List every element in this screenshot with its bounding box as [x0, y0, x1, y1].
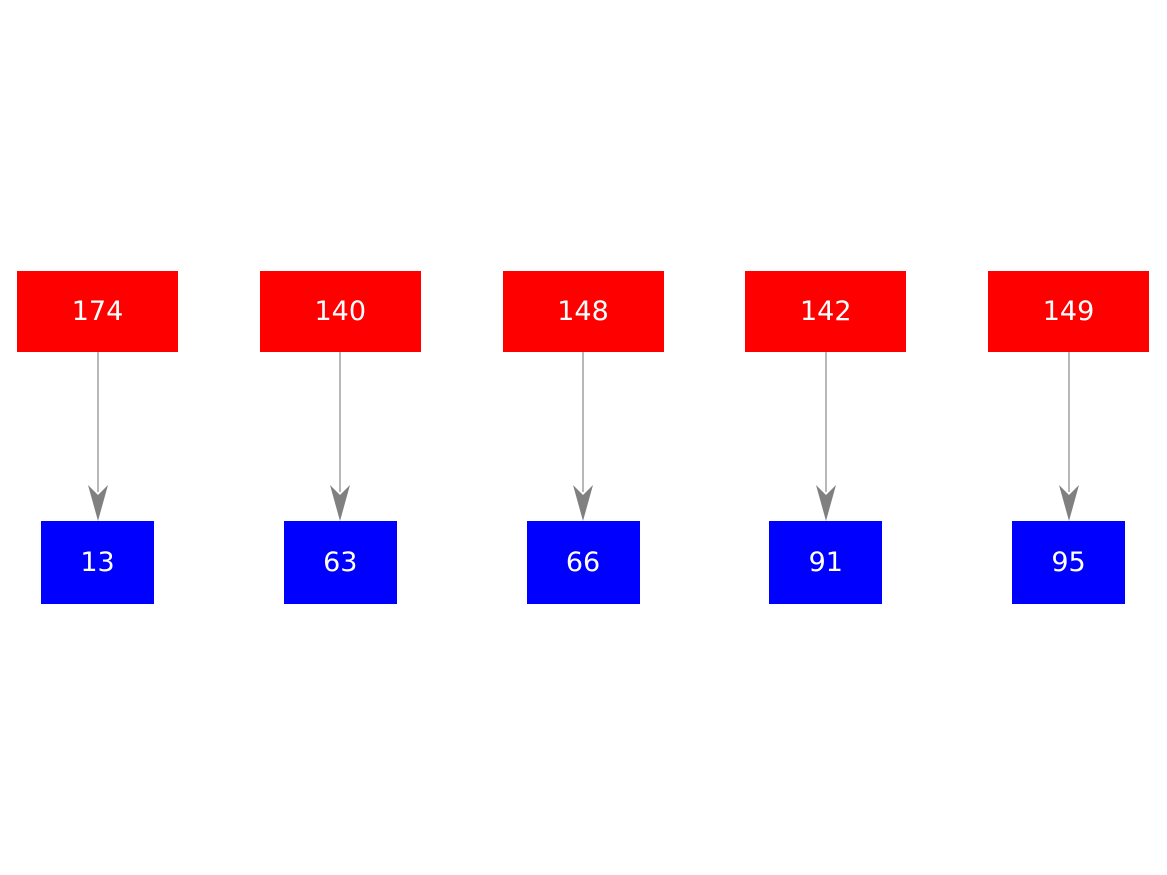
edge-arrow-icon	[87, 352, 108, 521]
node-pair: 149 95	[988, 271, 1149, 875]
edge-arrow-icon	[573, 352, 593, 521]
node-pair: 174 13	[17, 271, 178, 875]
target-node: 13	[41, 521, 154, 604]
source-node: 148	[502, 271, 664, 352]
edge-arrow-icon	[1058, 352, 1079, 521]
node-pair: 140 63	[259, 271, 421, 875]
node-pair: 142 91	[745, 271, 907, 875]
target-node: 95	[1012, 521, 1125, 604]
source-node: 149	[988, 271, 1149, 352]
edge-arrow-icon	[815, 352, 836, 521]
target-node: 91	[769, 521, 883, 604]
node-pair: 148 66	[502, 271, 664, 875]
target-node: 66	[526, 521, 640, 604]
source-node: 142	[745, 271, 907, 352]
source-node: 174	[17, 271, 178, 352]
target-node: 63	[283, 521, 397, 604]
source-node: 140	[259, 271, 421, 352]
edge-arrow-icon	[330, 352, 351, 521]
